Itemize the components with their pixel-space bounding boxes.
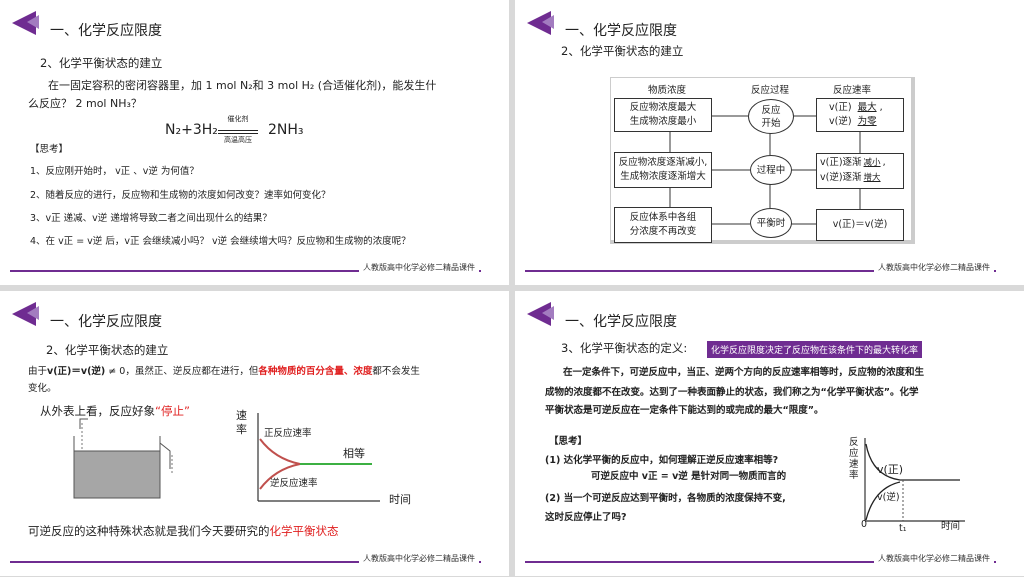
rate-reverse: v(逆) bbox=[829, 116, 852, 127]
text-nonzero: ≠ 0，虽然正、逆反应都在进行，但 bbox=[105, 366, 259, 377]
subtitle: 2、化学平衡状态的建立 bbox=[46, 343, 169, 357]
graph-t1: t₁ bbox=[899, 523, 907, 534]
conc-box-equilibrium: 反应体系中各组 分浓度不再改变 bbox=[614, 207, 712, 243]
question-2-cont: 这时反应停止了吗? bbox=[545, 512, 627, 523]
equation-arrow bbox=[218, 130, 258, 131]
footer: 人教版高中化学必修二精品课件 bbox=[874, 553, 994, 564]
subtitle: 2、化学平衡状态的建立 bbox=[40, 56, 163, 70]
rate-forward-value: 最大 bbox=[857, 102, 877, 113]
conversion-badge: 化学反应限度决定了反应物在该条件下的最大转化率 bbox=[707, 341, 923, 358]
section-title: 一、化学反应限度 bbox=[565, 23, 677, 39]
rate-forward-trend: v(正)逐渐 bbox=[820, 157, 862, 168]
reverse-rate-label: 逆反应速率 bbox=[270, 478, 318, 489]
graph-forward-label: v(正) bbox=[877, 463, 904, 476]
text-no-change: 都不会发生 bbox=[372, 366, 420, 377]
reverse-curve bbox=[865, 481, 901, 521]
conc-box-process: 反应物浓度逐渐减小, 生成物浓度逐渐增大 bbox=[614, 152, 712, 188]
rate-reverse-trend-value: 增大 bbox=[863, 173, 881, 183]
question-1: 1、反应刚开始时， v正 、v逆 为何值？ bbox=[30, 166, 199, 177]
equation-arrow-reverse bbox=[218, 133, 258, 134]
intro-line-2: 么反应？ 2 mol NH₃？ bbox=[28, 97, 142, 110]
chart-y-axis-label: 速 率 bbox=[236, 409, 247, 436]
text-rates-equal: v(正)＝v(逆) bbox=[47, 366, 106, 377]
accent-triangle-icon bbox=[27, 15, 39, 29]
rate-forward: v(正) bbox=[829, 102, 852, 113]
equation-condition-top: 催化剂 bbox=[227, 115, 249, 123]
appearance-prefix: 从外表上看，反应好象 bbox=[40, 404, 155, 418]
footer-line bbox=[10, 270, 481, 272]
text-change: 变化。 bbox=[28, 383, 57, 394]
footer-line bbox=[10, 561, 481, 563]
equation-right: 2NH₃ bbox=[268, 122, 304, 138]
slide-2[interactable]: 一、化学反应限度 2、化学平衡状态的建立 物质浓度 反应过程 反应速率 反应物浓… bbox=[515, 0, 1024, 285]
rate-box-start: v(正) 最大, v(逆) 为零 bbox=[816, 98, 904, 132]
appearance-stop: “停止” bbox=[155, 404, 190, 418]
equilibrium-explanation: 由于v(正)＝v(逆) ≠ 0，虽然正、逆反应都在进行，但各种物质的百分含量、浓… bbox=[28, 363, 420, 381]
process-start: 反应 开始 bbox=[748, 99, 794, 134]
footer-line bbox=[525, 561, 996, 563]
accent-triangle-icon bbox=[542, 15, 554, 29]
graph-y-axis-label: 反 应 速 率 bbox=[849, 437, 859, 481]
reverse-rate-curve bbox=[259, 463, 301, 490]
slide-3[interactable]: 一、化学反应限度 2、化学平衡状态的建立 由于v(正)＝v(逆) ≠ 0，虽然正… bbox=[0, 291, 509, 576]
header-process: 反应过程 bbox=[751, 85, 790, 96]
graph-x-axis-label: 时间 bbox=[941, 521, 961, 532]
section-title: 一、化学反应限度 bbox=[50, 314, 162, 330]
footer: 人教版高中化学必修二精品课件 bbox=[874, 262, 994, 273]
flow-frame bbox=[610, 77, 915, 244]
text-concentration-highlight: 各种物质的百分含量、浓度 bbox=[258, 366, 373, 377]
slide-1[interactable]: 一、化学反应限度 2、化学平衡状态的建立 在一固定容积的密闭容器里，加 1 mo… bbox=[0, 0, 509, 285]
forward-rate-curve bbox=[259, 438, 301, 465]
flow-connectors bbox=[669, 115, 861, 225]
question-1: (1) 达化学平衡的反应中，如何理解正逆反应速率相等? bbox=[545, 455, 779, 466]
footer: 人教版高中化学必修二精品课件 bbox=[359, 553, 479, 564]
question-2: 2、随着反应的进行，反应物和生成物的浓度如何改变？速率如何变化？ bbox=[30, 190, 331, 201]
process-middle: 过程中 bbox=[750, 155, 792, 185]
conclusion-highlight: 化学平衡状态 bbox=[269, 524, 339, 538]
forward-curve bbox=[865, 443, 960, 481]
slide-4[interactable]: 一、化学反应限度 3、化学平衡状态的定义: 化学反应限度决定了反应物在该条件下的… bbox=[515, 291, 1024, 576]
process-equilibrium: 平衡时 bbox=[750, 208, 792, 238]
graph-origin: 0 bbox=[861, 519, 868, 530]
rate-box-process: v(正)逐渐减小, v(逆)逐渐增大 bbox=[816, 153, 904, 189]
subtitle: 3、化学平衡状态的定义: bbox=[561, 341, 688, 355]
rate-forward-trend-value: 减小 bbox=[863, 158, 881, 168]
water-tank-illustration bbox=[73, 418, 173, 499]
text-because: 由于 bbox=[28, 366, 48, 377]
definition-line-2: 成物的浓度都不在改变。达到了一种表面静止的状态，我们称之为“化学平衡状态”。化学 bbox=[545, 387, 919, 398]
intro-line-1: 在一固定容积的密闭容器里，加 1 mol N₂和 3 mol H₂ (合适催化剂… bbox=[48, 79, 437, 92]
accent-triangle-icon bbox=[27, 306, 39, 320]
conclusion-text: 可逆反应的这种特殊状态就是我们今天要研究的化学平衡状态 bbox=[28, 522, 339, 540]
equal-label: 相等 bbox=[343, 447, 365, 460]
rate-reverse-trend: v(逆)逐渐 bbox=[820, 172, 862, 183]
question-3: 3、v正 递减、v逆 递增将导致二者之间出现什么的结果？ bbox=[30, 213, 272, 224]
rate-equilibrium-graph bbox=[864, 438, 965, 522]
rate-reverse-value: 为零 bbox=[857, 116, 877, 127]
think-label: 【思考】 bbox=[549, 436, 588, 447]
header-rate: 反应速率 bbox=[833, 85, 872, 96]
section-title: 一、化学反应限度 bbox=[565, 314, 677, 330]
section-title: 一、化学反应限度 bbox=[50, 23, 162, 39]
question-4: 4、在 v正 = v逆 后，v正 会继续减小吗？ v逆 会继续增大吗？反应物和生… bbox=[30, 236, 411, 247]
forward-rate-label: 正反应速率 bbox=[264, 428, 312, 439]
equation-condition-bottom: 高温高压 bbox=[224, 136, 252, 144]
conc-box-start: 反应物浓度最大 生成物浓度最小 bbox=[614, 98, 712, 132]
rate-time-chart bbox=[257, 413, 380, 502]
header-concentration: 物质浓度 bbox=[648, 85, 687, 96]
chart-x-axis-label: 时间 bbox=[389, 493, 411, 506]
footer: 人教版高中化学必修二精品课件 bbox=[359, 262, 479, 273]
conclusion-prefix: 可逆反应的这种特殊状态就是我们今天要研究的 bbox=[28, 524, 270, 538]
question-1-answer: 可逆反应中 v正 = v逆 是针对同一物质而言的 bbox=[591, 471, 787, 482]
definition-line-1: 在一定条件下，可逆反应中，当正、逆两个方向的反应速率相等时，反应物的浓度和生 bbox=[563, 367, 925, 378]
accent-triangle-icon bbox=[542, 306, 554, 320]
subtitle: 2、化学平衡状态的建立 bbox=[561, 44, 684, 58]
appearance-text: 从外表上看，反应好象“停止” bbox=[40, 402, 190, 420]
equation-left: N₂+3H₂ bbox=[165, 122, 218, 138]
rate-box-equilibrium: v(正)＝v(逆) bbox=[816, 209, 904, 241]
think-label: 【思考】 bbox=[30, 144, 69, 155]
graph-reverse-label: v(逆) bbox=[877, 492, 900, 503]
question-2: (2) 当一个可逆反应达到平衡时，各物质的浓度保持不变, bbox=[545, 493, 786, 504]
definition-line-3: 平衡状态是可逆反应在一定条件下能达到的或完成的最大“限度”。 bbox=[545, 405, 824, 416]
footer-line bbox=[525, 270, 996, 272]
